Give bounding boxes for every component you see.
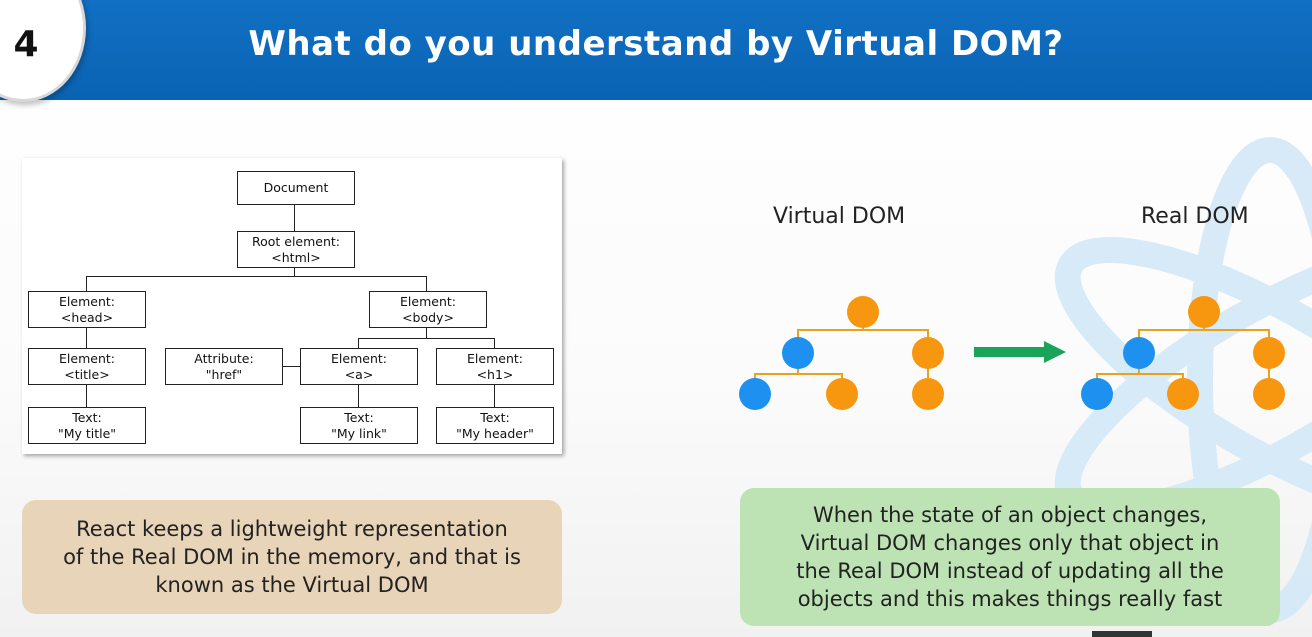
connector xyxy=(494,383,495,407)
node-label: Root element: xyxy=(251,233,341,249)
node-value: <body> xyxy=(402,309,454,325)
connector xyxy=(86,276,426,277)
real-dom-label: Real DOM xyxy=(1141,204,1249,229)
tree-node-changed xyxy=(1081,378,1113,410)
h1-node: Element: <h1> xyxy=(436,348,554,385)
connector xyxy=(426,326,427,338)
bottom-edge-mark xyxy=(1092,631,1152,637)
connector xyxy=(358,338,494,339)
node-value: <h1> xyxy=(476,366,514,382)
title-node: Element: <title> xyxy=(28,348,146,385)
benefit-line: Virtual DOM changes only that object in xyxy=(800,531,1220,555)
tree-node-root xyxy=(1188,296,1220,328)
connector xyxy=(426,276,427,291)
definition-line: React keeps a lightweight representation xyxy=(76,517,508,541)
tree-node xyxy=(1253,378,1285,410)
connector xyxy=(281,366,300,367)
tree-node xyxy=(912,378,944,410)
title-bar: What do you understand by Virtual DOM? xyxy=(0,0,1312,100)
virtual-dom-label: Virtual DOM xyxy=(773,204,906,229)
tree-node-changed xyxy=(1123,337,1155,369)
node-value: <a> xyxy=(344,366,374,382)
connector xyxy=(294,266,295,276)
tree-node xyxy=(1167,378,1199,410)
head-node: Element: <head> xyxy=(28,291,146,328)
real-dom-tree xyxy=(1081,296,1285,410)
benefit-line: objects and this makes things really fas… xyxy=(797,587,1223,611)
node-value: "My link" xyxy=(331,425,387,441)
connector xyxy=(494,338,495,348)
node-label: Text: xyxy=(480,409,510,425)
virtual-dom-benefit-box: When the state of an object changes, Vir… xyxy=(740,488,1280,626)
connector xyxy=(86,326,87,348)
text-title-node: Text: "My title" xyxy=(28,407,146,444)
node-label: Element: xyxy=(59,293,115,309)
tree-node-root xyxy=(847,296,879,328)
body-node: Element: <body> xyxy=(369,291,487,328)
slide-title: What do you understand by Virtual DOM? xyxy=(248,24,1064,64)
connector xyxy=(358,383,359,407)
node-value: <title> xyxy=(64,366,110,382)
node-value: "My header" xyxy=(456,425,534,441)
node-label: Document xyxy=(263,180,329,195)
node-label: Element: xyxy=(331,350,387,366)
connector xyxy=(86,383,87,407)
connector xyxy=(86,276,87,291)
tree-node xyxy=(826,378,858,410)
node-value: <html> xyxy=(271,249,321,265)
node-label: Element: xyxy=(467,350,523,366)
node-label: Attribute: xyxy=(194,350,254,366)
tree-node xyxy=(1253,337,1285,369)
tree-node-changed xyxy=(782,337,814,369)
virtual-dom-definition-box: React keeps a lightweight representation… xyxy=(22,500,562,614)
virtual-dom-tree xyxy=(739,296,944,410)
node-label: Text: xyxy=(344,409,374,425)
node-value: "href" xyxy=(205,366,243,382)
a-node: Element: <a> xyxy=(300,348,418,385)
node-value: <head> xyxy=(60,309,114,325)
tree-node xyxy=(912,337,944,369)
benefit-line: the Real DOM instead of updating all the xyxy=(796,559,1224,583)
node-label: Element: xyxy=(59,350,115,366)
document-node: Document xyxy=(237,171,355,205)
node-value: "My title" xyxy=(57,425,117,441)
text-header-node: Text: "My header" xyxy=(436,407,554,444)
node-label: Element: xyxy=(400,293,456,309)
text-link-node: Text: "My link" xyxy=(300,407,418,444)
connector xyxy=(358,338,359,348)
slide-number: 4 xyxy=(13,24,39,65)
node-label: Text: xyxy=(72,409,102,425)
definition-line: of the Real DOM in the memory, and that … xyxy=(63,545,521,569)
attribute-node: Attribute: "href" xyxy=(165,348,283,385)
right-arrow-icon xyxy=(974,341,1066,363)
root-element-node: Root element: <html> xyxy=(237,231,355,268)
definition-line: known as the Virtual DOM xyxy=(155,573,429,597)
tree-node-changed xyxy=(739,378,771,410)
dom-tree-diagram: Document Root element: <html> Element: <… xyxy=(22,158,562,454)
benefit-line: When the state of an object changes, xyxy=(812,503,1208,527)
connector xyxy=(294,203,295,231)
